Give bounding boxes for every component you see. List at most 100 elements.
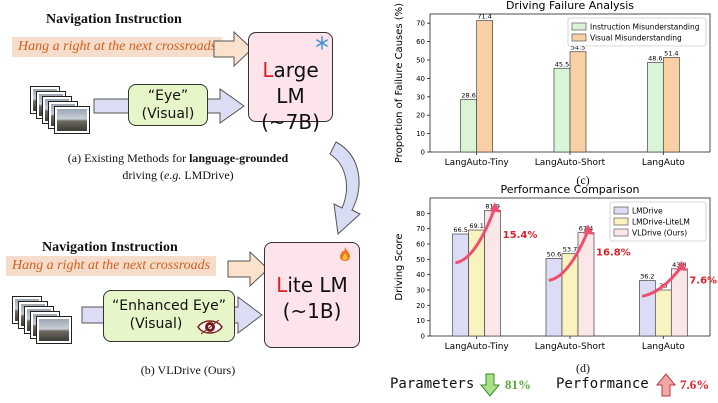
- data-label: 53.7: [563, 246, 577, 254]
- caption-a-line2: driving (e.g. LMDrive): [28, 167, 328, 184]
- caption-a-line1: (a) Existing Methods for language-ground…: [28, 150, 328, 167]
- chart-title: Performance Comparison: [500, 184, 639, 196]
- y-tick-label: 40: [416, 271, 425, 279]
- y-axis-label: Proportion of Failure Causes (%): [394, 3, 405, 163]
- legend-entry: LMDrive: [632, 207, 663, 216]
- lite-lm-size: (~1B): [282, 299, 342, 323]
- y-tick-label: 50: [416, 57, 425, 65]
- legend-swatch: [571, 22, 587, 31]
- improvement-arrow: [641, 265, 683, 298]
- legend-entry: LMDrive-LiteLM: [632, 218, 690, 227]
- performance-label: Performance: [556, 376, 649, 392]
- bar: [476, 20, 494, 153]
- caption-a-pre2: driving (: [122, 168, 164, 182]
- x-tick-label: LangAuto-Short: [535, 342, 606, 352]
- improvement-label: 15.4%: [503, 230, 538, 241]
- bar: [460, 99, 478, 153]
- large-lm-label: Large LM: [249, 57, 332, 109]
- nav-instruction-title-b: Navigation Instruction: [42, 240, 178, 255]
- large-lm-box: Large LM (~7B): [248, 32, 333, 134]
- y-tick-label: 20: [416, 112, 425, 120]
- y-tick-label: 60: [416, 38, 425, 46]
- large-lm-size: (~7B): [261, 110, 320, 134]
- bar: [662, 57, 680, 153]
- data-label: 54.5: [571, 44, 585, 52]
- caption-a: (a) Existing Methods for language-ground…: [28, 150, 328, 184]
- bar: [545, 258, 563, 337]
- enhanced-eye-label: “Enhanced Eye”: [112, 298, 226, 314]
- eye-label-a: “Eye”: [147, 88, 189, 104]
- x-tick-label: LangAuto-Tiny: [445, 342, 510, 352]
- data-label: 36.2: [640, 272, 654, 280]
- y-tick-label: 80: [416, 210, 425, 218]
- instruction-text-b: Hang a right at the next crossroads: [6, 256, 217, 276]
- chart-failure-analysis: Driving Failure Analysis Proportion of Fa…: [394, 0, 711, 168]
- caption-b: (b) VLDrive (Ours): [140, 363, 236, 377]
- curved-transition-arrow: [329, 141, 361, 236]
- eye-box-a: “Eye” (Visual): [128, 84, 208, 126]
- bar: [654, 289, 672, 337]
- legend-swatch: [571, 33, 587, 42]
- lite-lm-label: Lite LM: [265, 272, 359, 298]
- y-tick-label: 40: [416, 75, 425, 83]
- chart-d-caption: (d): [576, 361, 590, 375]
- improvement-arrowhead: [583, 224, 594, 235]
- legend-swatch: [613, 228, 629, 237]
- bar: [670, 268, 688, 337]
- y-tick-label: 10: [416, 317, 425, 325]
- bar: [452, 233, 470, 337]
- data-label: 45.5: [555, 60, 569, 68]
- y-tick-label: 20: [416, 302, 425, 310]
- y-tick-label: 30: [416, 93, 425, 101]
- bar: [553, 67, 571, 153]
- legend-entry: Visual Misunderstanding: [590, 34, 682, 43]
- caption-a-pre: (a) Existing Methods for: [67, 151, 190, 165]
- y-tick-label: 10: [416, 130, 425, 138]
- legend-entry: VLDrive (Ours): [632, 229, 687, 238]
- improvement-label: 16.8%: [596, 247, 631, 258]
- enhanced-eye-sub-label: (Visual): [129, 316, 183, 332]
- data-label: 28.6: [461, 91, 475, 99]
- eye-icon: [197, 319, 223, 335]
- performance-value: 7.6%: [680, 377, 710, 392]
- arrow-down-icon: [480, 373, 500, 397]
- x-tick-label: LangAuto-Tiny: [445, 158, 510, 168]
- lite-lm-rest: ite LM: [287, 273, 348, 297]
- data-label: 71.4: [477, 13, 491, 21]
- x-tick-label: LangAuto: [642, 342, 685, 352]
- caption-a-italic: e.g.: [164, 168, 182, 182]
- data-label: 50.6: [547, 250, 561, 258]
- y-tick-label: 0: [421, 149, 425, 157]
- bar: [646, 62, 664, 153]
- large-lm-prefix: L: [262, 58, 274, 82]
- arrow-right-icon-b: [227, 250, 269, 288]
- snowflake-icon: [316, 36, 328, 50]
- chart-title: Driving Failure Analysis: [506, 0, 634, 12]
- y-tick-label: 60: [416, 241, 425, 249]
- arrow-right-icon: [213, 30, 253, 68]
- y-tick-label: 50: [416, 256, 425, 264]
- parameters-value: 81%: [505, 377, 531, 392]
- legend-swatch: [613, 206, 629, 215]
- y-tick-label: 0: [421, 333, 425, 341]
- instruction-text-a: Hang a right at the next crossroads: [12, 37, 223, 57]
- chart-c-caption: (c): [576, 173, 590, 187]
- arrow-up-icon: [656, 373, 676, 397]
- improvement-arrow: [455, 206, 497, 265]
- video-frames-b: [8, 292, 76, 344]
- bar: [638, 280, 656, 337]
- improvement-label: 7.6%: [689, 276, 717, 287]
- data-label: 66.5: [453, 226, 467, 234]
- bar: [569, 51, 587, 153]
- improvement-arrowhead: [489, 202, 501, 213]
- large-lm-rest: arge LM: [273, 58, 319, 108]
- legend-box: [609, 201, 707, 242]
- data-label: 69.1: [469, 222, 483, 230]
- legend-swatch: [613, 217, 629, 226]
- x-tick-label: LangAuto: [642, 158, 685, 168]
- nav-instruction-title-a: Navigation Instruction: [46, 12, 182, 27]
- flame-icon: [340, 247, 350, 261]
- y-axis-label: Driving Score: [394, 233, 405, 300]
- y-tick-label: 30: [416, 287, 425, 295]
